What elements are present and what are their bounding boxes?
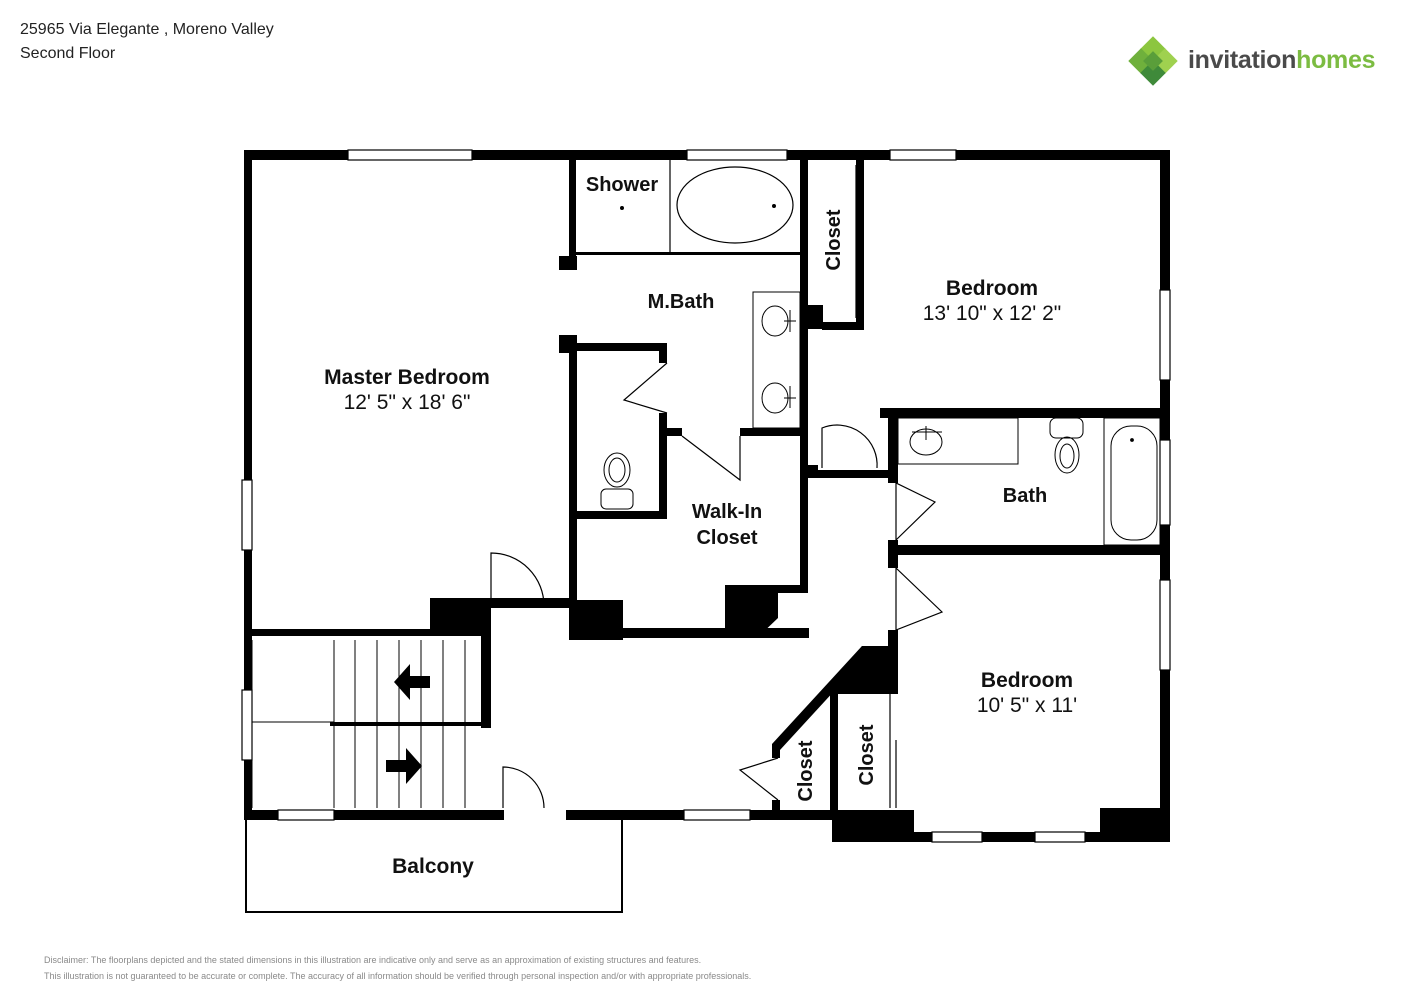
walkin-closet-label-2: Closet xyxy=(696,527,757,549)
closet-2-label: Closet xyxy=(795,740,817,801)
balcony xyxy=(245,820,623,913)
disclaimer-line-2: This illustration is not guaranteed to b… xyxy=(44,971,752,981)
windows xyxy=(241,149,1171,843)
master-bedroom-label: Master Bedroom xyxy=(324,366,490,389)
stair-arrow-up-icon xyxy=(394,664,430,700)
floor-label: Second Floor xyxy=(20,45,116,62)
property-address: 25965 Via Elegante , Moreno Valley xyxy=(20,21,274,38)
balcony-label: Balcony xyxy=(392,855,474,878)
logo-text-homes: homes xyxy=(1296,46,1376,74)
stair-arrow-down-icon xyxy=(386,748,422,784)
logo-text-invitation: invitation xyxy=(1188,46,1297,74)
doors xyxy=(490,362,944,809)
bath-label: Bath xyxy=(1003,485,1047,507)
logo-diamond-icon xyxy=(1128,36,1178,86)
closet-3-label: Closet xyxy=(856,724,878,785)
closet-1-label: Closet xyxy=(823,209,845,270)
bedroom-1-label: Bedroom xyxy=(946,277,1038,300)
room-labels: Master Bedroom 12' 5" x 18' 6" Shower M.… xyxy=(324,174,1077,878)
mbath-label: M.Bath xyxy=(648,291,715,313)
shower-fixture xyxy=(619,158,794,252)
shower-label: Shower xyxy=(586,174,658,196)
bedroom-2-dims: 10' 5" x 11' xyxy=(977,694,1077,717)
invitation-homes-logo: invitationhomes xyxy=(1128,36,1388,92)
disclaimer-line-1: Disclaimer: The floorplans depicted and … xyxy=(44,955,702,965)
wc-toilet xyxy=(600,452,634,510)
bedroom-1-dims: 13' 10" x 12' 2" xyxy=(923,302,1062,325)
bedroom-2-label: Bedroom xyxy=(981,669,1073,692)
bath-fixtures xyxy=(897,417,1161,546)
master-bedroom-dims: 12' 5" x 18' 6" xyxy=(344,391,471,414)
staircase xyxy=(251,640,466,808)
logo-wordmark: invitationhomes xyxy=(1188,46,1376,75)
walls xyxy=(244,150,1170,842)
closet-doors xyxy=(855,165,897,808)
mbath-vanity xyxy=(752,291,801,429)
walkin-closet-label-1: Walk-In xyxy=(692,501,762,523)
